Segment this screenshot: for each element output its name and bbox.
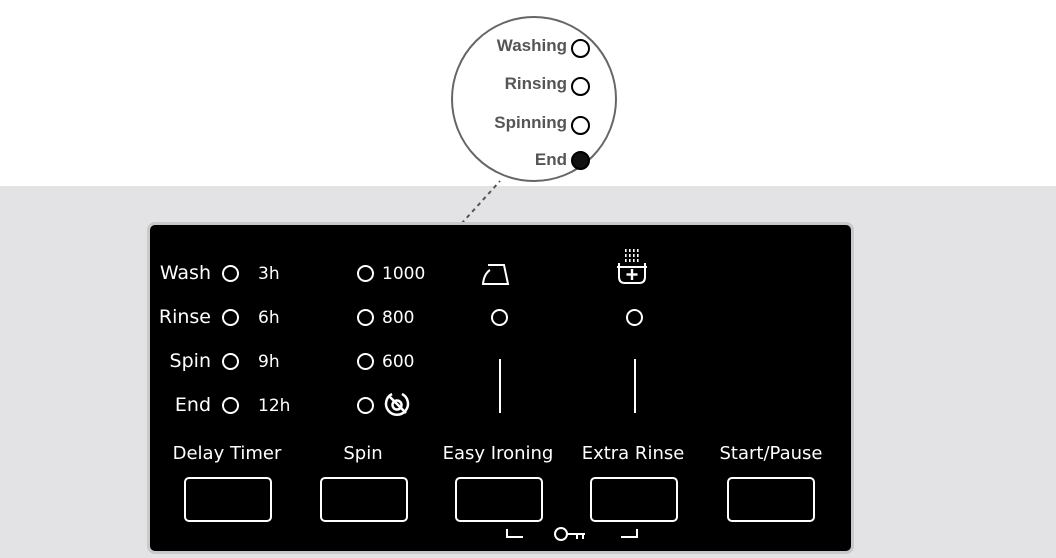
callout-led-end-active bbox=[571, 151, 590, 170]
spin-label-800: 800 bbox=[382, 308, 415, 328]
easy-ironing-divider bbox=[499, 359, 501, 413]
spin-led-1000 bbox=[357, 265, 374, 282]
extra-rinse-led bbox=[626, 309, 643, 326]
key-icon bbox=[554, 527, 585, 541]
child-lock-bracket-left-icon bbox=[506, 529, 523, 538]
easy-ironing-label: Easy Ironing bbox=[442, 443, 554, 464]
extra-rinse-icon bbox=[617, 249, 647, 284]
start-pause-button[interactable] bbox=[727, 477, 815, 522]
delay-label-3h: 3h bbox=[258, 264, 280, 284]
progress-led-end bbox=[222, 397, 239, 414]
delay-label-12h: 12h bbox=[258, 396, 291, 416]
spin-led-no-spin bbox=[357, 397, 374, 414]
spin-led-800 bbox=[357, 309, 374, 326]
status-zoom-callout: Washing Rinsing Spinning End bbox=[451, 16, 617, 182]
progress-led-spin bbox=[222, 353, 239, 370]
delay-timer-button[interactable] bbox=[184, 477, 272, 522]
iron-icon bbox=[481, 264, 510, 285]
spin-label-1000: 1000 bbox=[382, 264, 426, 284]
progress-label-end: End bbox=[174, 394, 211, 416]
progress-label-wash: Wash bbox=[159, 262, 211, 284]
callout-led-spinning bbox=[571, 116, 590, 135]
no-spin-icon bbox=[384, 392, 410, 417]
extra-rinse-divider bbox=[634, 359, 636, 413]
spin-button[interactable] bbox=[320, 477, 408, 522]
callout-label-washing: Washing bbox=[496, 36, 567, 55]
callout-label-end: End bbox=[534, 150, 567, 169]
progress-label-rinse: Rinse bbox=[158, 306, 211, 328]
spin-button-label: Spin bbox=[343, 443, 383, 464]
easy-ironing-led bbox=[491, 309, 508, 326]
control-panel: Wash Rinse Spin End 3h 6h 9h 12h 1000 80… bbox=[147, 222, 854, 554]
child-lock-bracket-right-icon bbox=[621, 529, 638, 538]
spin-label-600: 600 bbox=[382, 352, 415, 372]
callout-label-spinning: Spinning bbox=[494, 113, 567, 132]
progress-led-wash bbox=[222, 265, 239, 282]
progress-led-rinse bbox=[222, 309, 239, 326]
spin-led-600 bbox=[357, 353, 374, 370]
extra-rinse-label: Extra Rinse bbox=[581, 443, 685, 464]
callout-led-rinsing bbox=[571, 77, 590, 96]
callout-label-rinsing: Rinsing bbox=[504, 74, 567, 93]
easy-ironing-button[interactable] bbox=[455, 477, 543, 522]
progress-label-spin: Spin bbox=[169, 350, 211, 372]
start-pause-label: Start/Pause bbox=[719, 443, 823, 464]
callout-led-washing bbox=[571, 39, 590, 58]
delay-timer-label: Delay Timer bbox=[172, 443, 282, 464]
delay-label-6h: 6h bbox=[258, 308, 280, 328]
extra-rinse-button[interactable] bbox=[590, 477, 678, 522]
delay-label-9h: 9h bbox=[258, 352, 280, 372]
